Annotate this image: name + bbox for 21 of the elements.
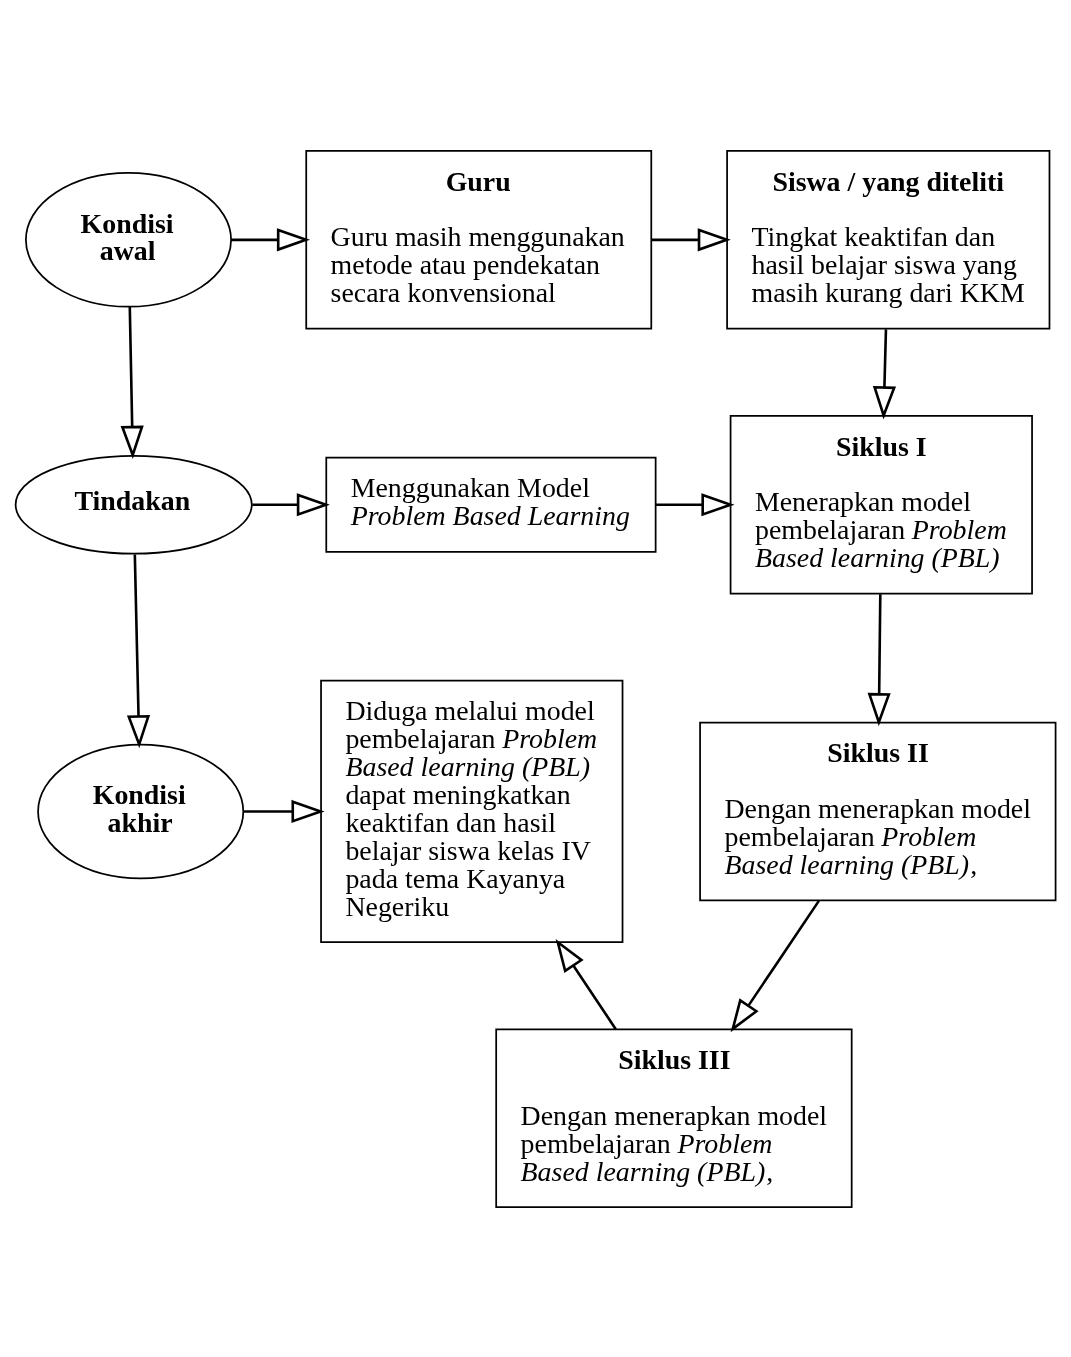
node-box: Diduga melalui model pembelajaran Problem Based learning (PBL) dapat meningkatkan keaktifan dan hasil belajar siswa kelas IV pada tema Kayanya Negeriku (320, 679, 624, 943)
arrow (231, 227, 311, 251)
node-box: Menggunakan Model Problem Based Learning (325, 456, 657, 553)
arrow (243, 799, 325, 823)
arrow (867, 593, 891, 726)
arrow (872, 328, 897, 419)
arrow (120, 306, 144, 459)
arrow (555, 938, 617, 1030)
node-box: Siklus I Menerapkan model pembelajaran Problem Based learning (PBL) (729, 414, 1033, 594)
node-ellipse: Kondisi akhir (37, 743, 245, 879)
node-box: Siswa / yang diteliti Tingkat keaktifan dan hasil belajar siswa yang masih kurang dari KKM (726, 149, 1051, 330)
node-ellipse: Tindakan (14, 454, 253, 554)
node-box: Siklus II Dengan menerapkan model pembelajaran Problem Based learning (PBL), (699, 721, 1057, 901)
arrow (126, 554, 151, 748)
node-box: Siklus III Dengan menerapkan model pembelajaran Problem Based learning (PBL), (495, 1027, 853, 1208)
node-ellipse: Kondisi awal (25, 171, 232, 308)
node-box: Guru Guru masih menggunakan metode atau pendekatan secara konvensional (305, 149, 653, 330)
arrow (651, 227, 731, 251)
arrow (655, 492, 735, 516)
arrow (730, 899, 820, 1032)
arrow (252, 492, 330, 516)
